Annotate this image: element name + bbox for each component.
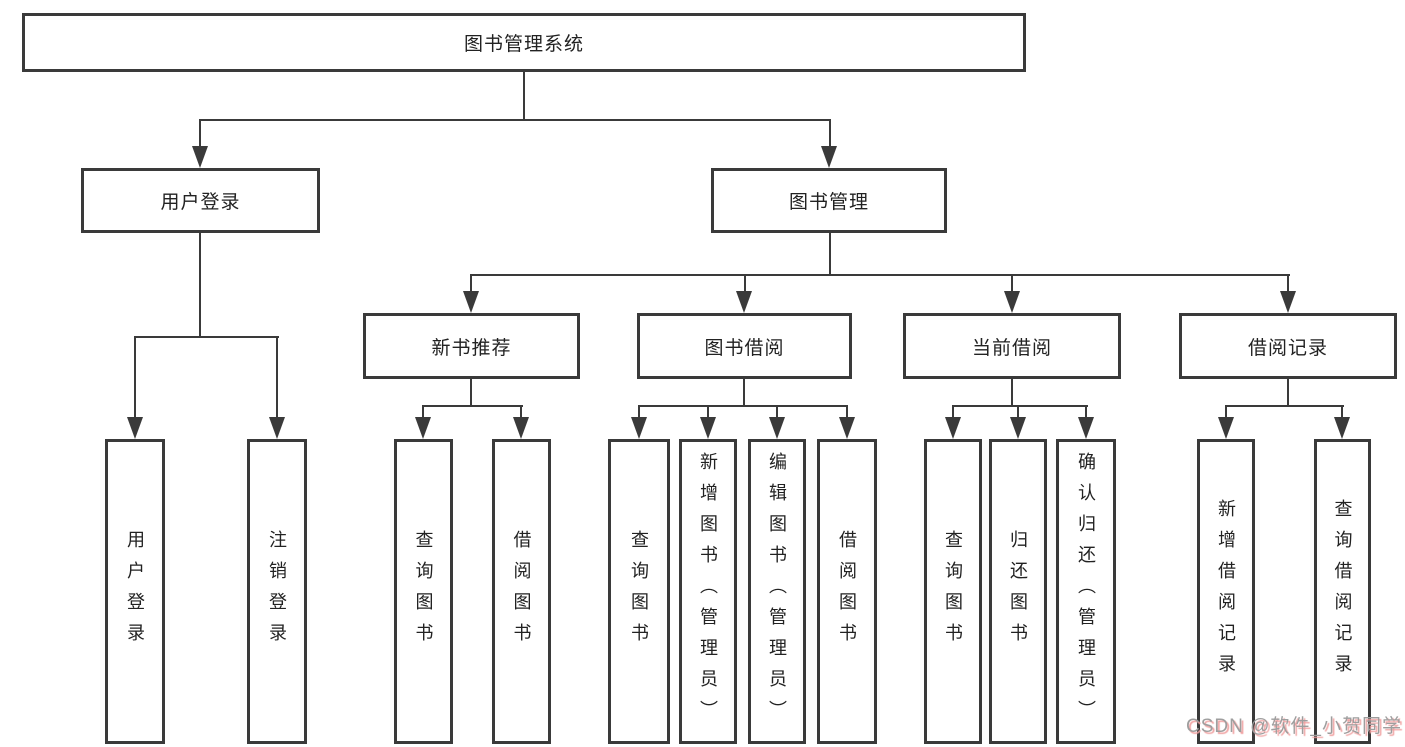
node-user-login: 用户登录 <box>81 168 320 233</box>
connector-line <box>276 336 278 421</box>
connector-line <box>199 119 201 148</box>
connector-line <box>134 336 279 338</box>
connector-line <box>470 379 472 407</box>
arrow-down-icon <box>1004 291 1020 313</box>
connector-line <box>952 405 1088 407</box>
connector-line <box>520 405 522 421</box>
connector-line <box>422 405 424 421</box>
arrow-down-icon <box>415 417 431 439</box>
arrow-down-icon <box>769 417 785 439</box>
connector-line <box>134 336 136 421</box>
arrow-down-icon <box>839 417 855 439</box>
connector-line <box>1341 405 1343 421</box>
leaf-user-login: 用户登录 <box>105 439 165 744</box>
arrow-down-icon <box>192 146 208 168</box>
connector-line <box>199 119 831 121</box>
node-book-management: 图书管理 <box>711 168 947 233</box>
node-new-book-recommend: 新书推荐 <box>363 313 580 379</box>
connector-line <box>638 405 640 421</box>
arrow-down-icon <box>1010 417 1026 439</box>
connector-line <box>1225 405 1227 421</box>
leaf-query-books-recommend: 查询图书 <box>394 439 453 744</box>
arrow-down-icon <box>463 291 479 313</box>
arrow-down-icon <box>945 417 961 439</box>
connector-line <box>829 233 831 276</box>
leaf-borrow-books-borrow: 借阅图书 <box>817 439 877 744</box>
connector-line <box>1011 274 1013 293</box>
node-root-system: 图书管理系统 <box>22 13 1026 72</box>
connector-line <box>1287 274 1289 293</box>
connector-line <box>1287 379 1289 407</box>
connector-line <box>1017 405 1019 421</box>
leaf-add-borrow-record: 新增借阅记录 <box>1197 439 1255 744</box>
node-borrow-records: 借阅记录 <box>1179 313 1397 379</box>
connector-line <box>422 405 523 407</box>
connector-line <box>743 379 745 407</box>
connector-line <box>1011 379 1013 407</box>
arrow-down-icon <box>700 417 716 439</box>
leaf-return-books: 归还图书 <box>989 439 1047 744</box>
arrow-down-icon <box>736 291 752 313</box>
leaf-edit-book-admin: 编辑图书（管理员） <box>748 439 806 744</box>
csdn-watermark: CSDN @软件_小贺同学 <box>1186 716 1402 737</box>
connector-line <box>952 405 954 421</box>
arrow-down-icon <box>269 417 285 439</box>
arrow-down-icon <box>631 417 647 439</box>
connector-line <box>1225 405 1344 407</box>
leaf-query-books-current: 查询图书 <box>924 439 982 744</box>
connector-line <box>199 233 201 338</box>
node-book-borrow: 图书借阅 <box>637 313 852 379</box>
connector-line <box>707 405 709 421</box>
connector-line <box>1085 405 1087 421</box>
leaf-borrow-books-recommend: 借阅图书 <box>492 439 551 744</box>
arrow-down-icon <box>1334 417 1350 439</box>
connector-line <box>846 405 848 421</box>
leaf-query-borrow-record: 查询借阅记录 <box>1314 439 1371 744</box>
leaf-logout: 注销登录 <box>247 439 307 744</box>
connector-line <box>829 119 831 148</box>
connector-line <box>470 274 1290 276</box>
arrow-down-icon <box>513 417 529 439</box>
leaf-confirm-return-admin: 确认归还（管理员） <box>1056 439 1116 744</box>
connector-line <box>638 405 848 407</box>
connector-line <box>523 72 525 121</box>
arrow-down-icon <box>127 417 143 439</box>
arrow-down-icon <box>1078 417 1094 439</box>
connector-line <box>776 405 778 421</box>
connector-line <box>744 274 746 293</box>
leaf-add-book-admin: 新增图书（管理员） <box>679 439 737 744</box>
arrow-down-icon <box>1280 291 1296 313</box>
connector-line <box>470 274 472 293</box>
arrow-down-icon <box>1218 417 1234 439</box>
arrow-down-icon <box>821 146 837 168</box>
leaf-query-books-borrow: 查询图书 <box>608 439 670 744</box>
node-current-borrow: 当前借阅 <box>903 313 1121 379</box>
